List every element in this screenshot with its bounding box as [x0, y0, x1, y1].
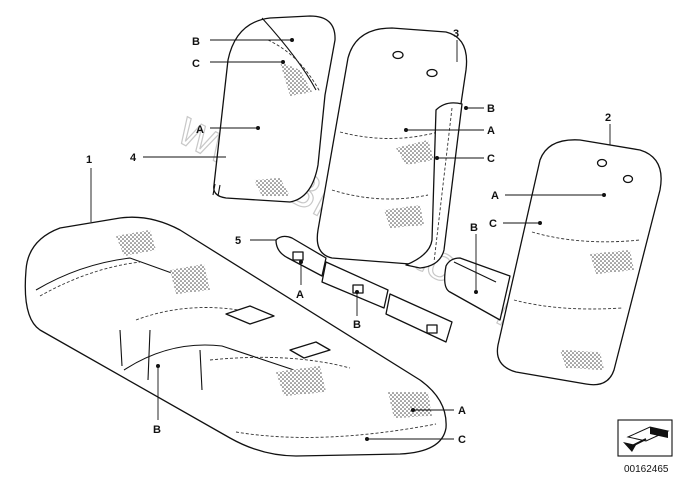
backrest-side-left[interactable] — [212, 15, 336, 203]
backrest-center[interactable] — [316, 27, 468, 269]
label-b: B — [353, 319, 361, 331]
label-2: 2 — [605, 112, 611, 124]
label-c: C — [487, 153, 495, 165]
center-trims[interactable] — [275, 235, 453, 343]
callout-labels: B C A 4 1 3 B A C 2 A C B 5 A B B A C — [86, 28, 611, 446]
label-a: A — [487, 125, 495, 137]
label-b: B — [192, 36, 200, 48]
leader-lines — [90, 38, 611, 441]
label-c: C — [489, 218, 497, 230]
label-c: C — [458, 434, 466, 446]
label-4: 4 — [130, 152, 137, 164]
label-a: A — [196, 124, 204, 136]
label-b: B — [153, 424, 161, 436]
label-a: A — [491, 190, 499, 202]
label-3: 3 — [453, 28, 459, 40]
seat-cushion[interactable] — [24, 216, 447, 457]
backrest-right[interactable] — [444, 139, 662, 386]
label-a: A — [296, 289, 304, 301]
label-5: 5 — [235, 235, 241, 247]
label-1: 1 — [86, 154, 92, 166]
arrow-icon — [623, 426, 670, 452]
label-b: B — [487, 103, 495, 115]
label-c: C — [192, 58, 200, 70]
diagram-code: 00162465 — [624, 464, 669, 475]
label-a: A — [458, 405, 466, 417]
reference-box: 00162465 — [617, 419, 673, 475]
label-b: B — [470, 222, 478, 234]
